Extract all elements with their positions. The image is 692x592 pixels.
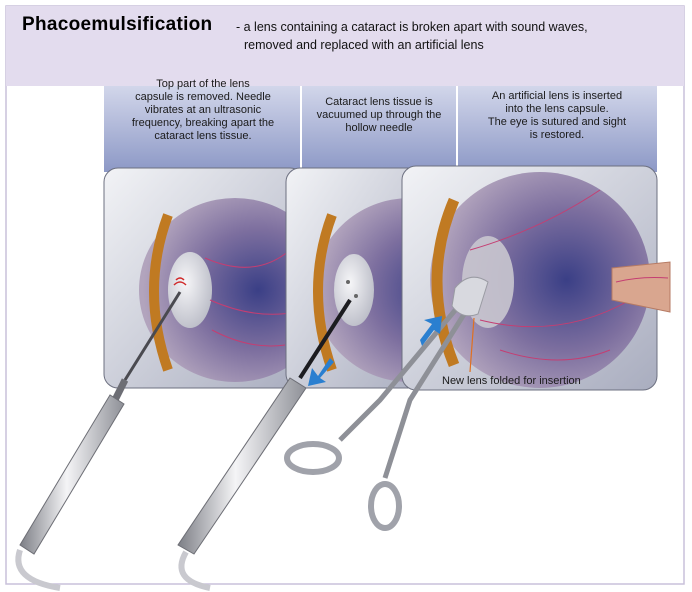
aspiration-needle	[177, 298, 352, 591]
inward-arrow	[420, 316, 442, 346]
step-2-line: vacuumed up through the	[316, 109, 442, 121]
step-2-text: Cataract lens tissue is vacuumed up thro…	[304, 96, 454, 135]
title-banner	[6, 6, 684, 86]
callout-line	[469, 317, 475, 373]
step-3-text: An artificial lens is inserted into the …	[464, 90, 650, 142]
step-1-line: capsule is removed. Needle	[135, 91, 271, 103]
step-3-line: The eye is sutured and sight	[487, 116, 627, 128]
step-tab-3	[458, 70, 657, 172]
step-1-line: cataract lens tissue.	[154, 130, 252, 142]
step-3-line: An artificial lens is inserted	[491, 90, 623, 102]
step-tab-2	[302, 70, 456, 172]
step-3-line: into the lens capsule.	[505, 103, 609, 115]
step-3-line: is restored.	[529, 129, 585, 141]
step-tab-1	[104, 70, 300, 172]
step-1-line: Top part of the lens	[156, 78, 250, 90]
forceps	[284, 276, 489, 531]
new-lens-callout: New lens folded for insertion	[442, 375, 581, 387]
ultrasonic-probe	[15, 291, 182, 591]
step-1-line: frequency, breaking apart the	[131, 117, 275, 129]
step-1-line: vibrates at an ultrasonic	[144, 104, 262, 116]
step-2-line: hollow needle	[345, 122, 413, 134]
page-title: Phacoemulsification	[22, 14, 213, 35]
description-line-2: removed and replaced with an artificial …	[244, 38, 484, 52]
outward-arrow	[308, 358, 334, 386]
description-line-1: - a lens containing a cataract is broken…	[236, 20, 588, 34]
step-1-text: Top part of the lens capsule is removed.…	[110, 78, 296, 143]
step-2-line: Cataract lens tissue is	[325, 96, 433, 108]
eye-panel-3	[401, 165, 671, 391]
